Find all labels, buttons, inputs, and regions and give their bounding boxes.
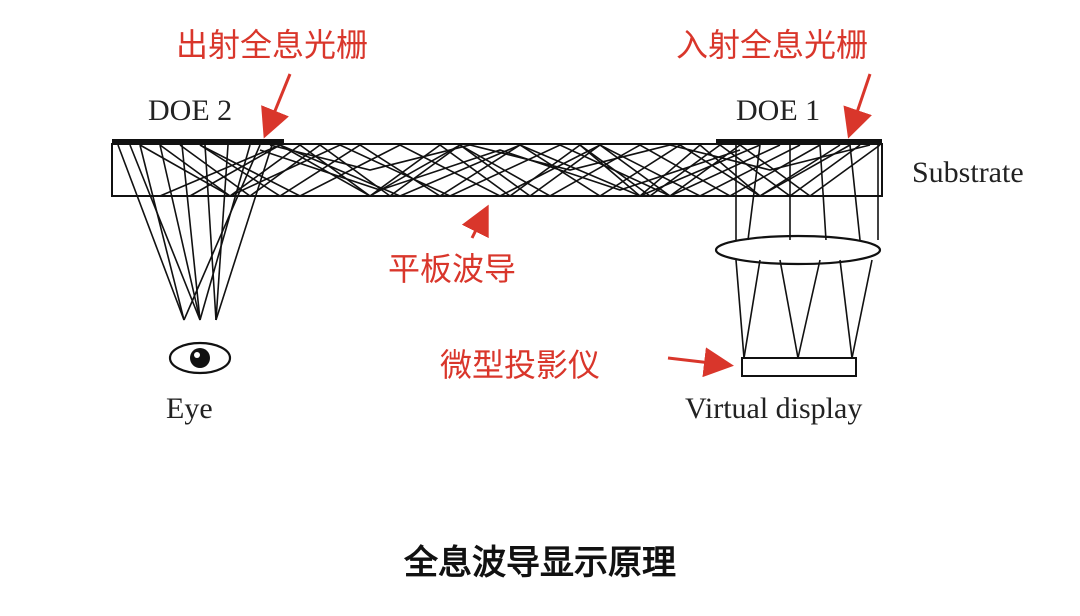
substrate-label: Substrate xyxy=(912,156,1024,189)
output-rays xyxy=(117,144,273,321)
doe1-label: DOE 1 xyxy=(736,94,820,127)
eye-label: Eye xyxy=(166,392,213,425)
doe2-label: DOE 2 xyxy=(148,94,232,127)
guided-rays xyxy=(139,143,881,198)
waveguide-arrow xyxy=(461,204,489,239)
doe1-grating xyxy=(716,139,882,145)
diagram-caption: 全息波导显示原理 xyxy=(403,543,676,583)
out-grating-label: 出射全息光栅 xyxy=(176,26,368,64)
virtual-display-label: Virtual display xyxy=(685,392,862,425)
projector-arrow xyxy=(667,347,734,378)
eye-icon xyxy=(168,341,232,375)
virtual-display-panel xyxy=(741,357,857,377)
waveguide-label: 平板波导 xyxy=(388,250,516,288)
projector-label: 微型投影仪 xyxy=(440,346,600,384)
out-grating-arrow xyxy=(261,73,292,139)
collimating-lens xyxy=(714,234,882,266)
in-grating-label: 入射全息光栅 xyxy=(676,26,868,64)
in-grating-arrow xyxy=(843,73,872,139)
input-rays xyxy=(735,144,879,359)
substrate-slab xyxy=(111,143,883,197)
doe2-grating xyxy=(112,139,284,145)
